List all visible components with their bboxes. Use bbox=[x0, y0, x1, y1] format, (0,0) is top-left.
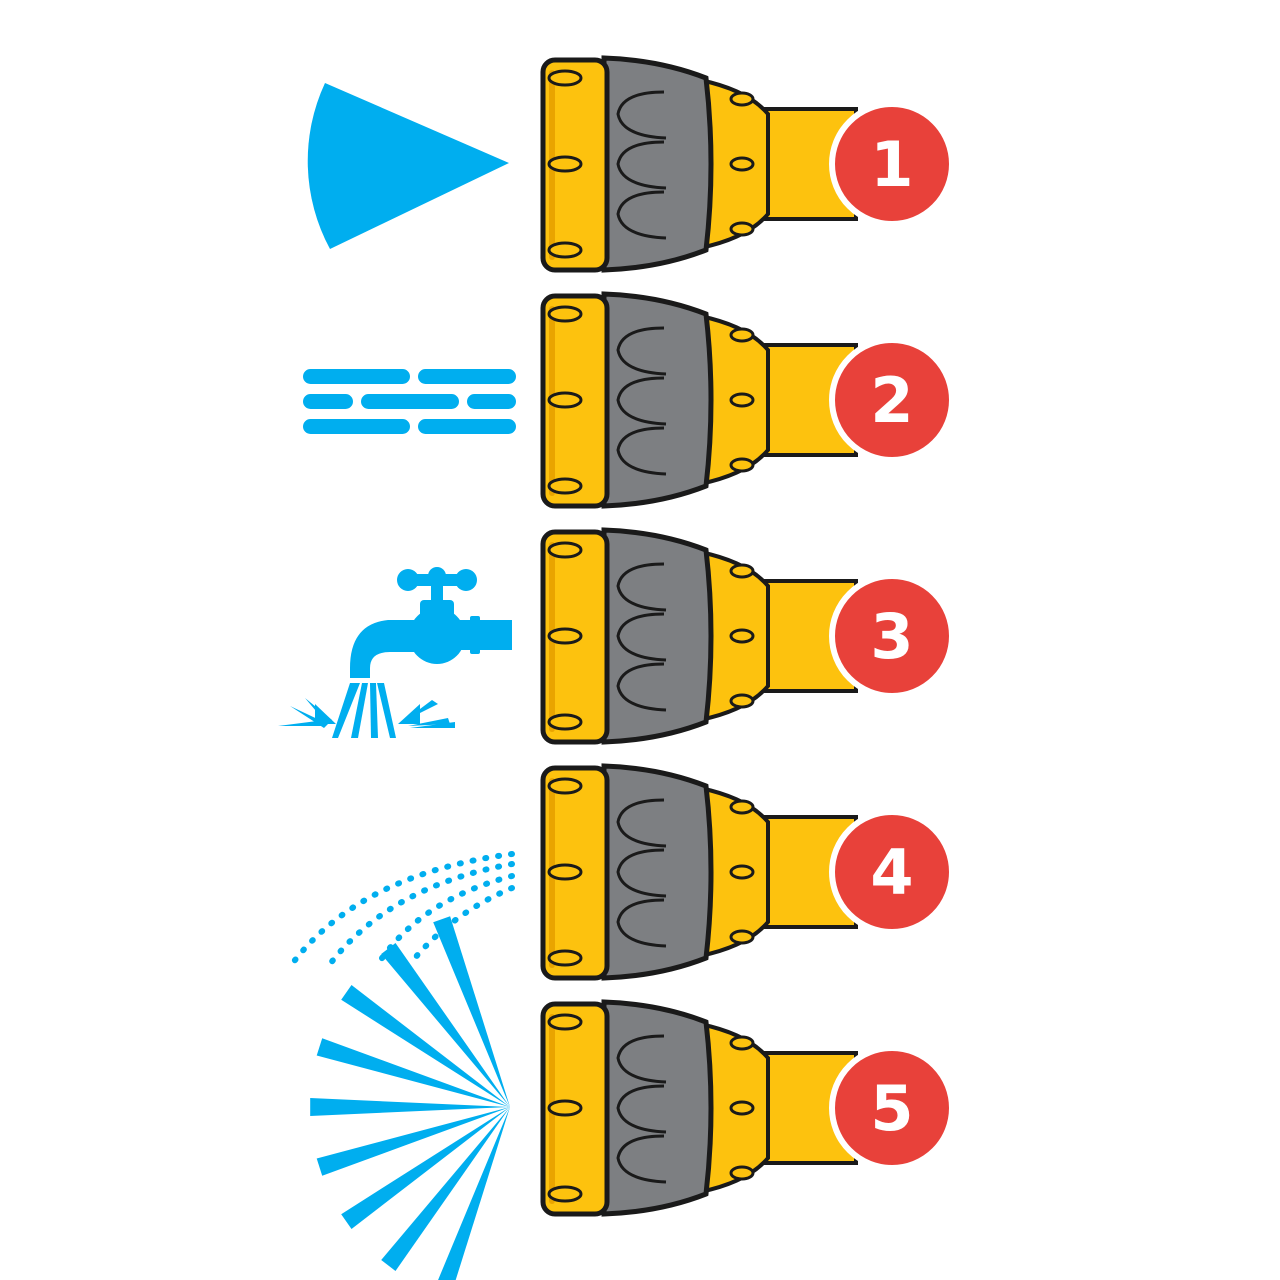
setting-number-badge: 4 bbox=[870, 836, 913, 909]
nozzle-setting-1: 1 bbox=[307, 58, 952, 270]
setting-number-badge: 3 bbox=[870, 600, 913, 673]
fan-spray-icon bbox=[310, 916, 510, 1280]
setting-number-badge: 2 bbox=[870, 364, 913, 437]
tap-shower-icon bbox=[278, 567, 512, 738]
flat-stream-icon bbox=[303, 369, 516, 434]
nozzle-setting-3: 3 bbox=[278, 530, 952, 742]
nozzle-setting-4: 4 bbox=[289, 766, 952, 978]
setting-number-badge: 5 bbox=[870, 1072, 913, 1145]
nozzle-setting-5: 5 bbox=[310, 916, 952, 1280]
fan-spray-ray bbox=[438, 1107, 510, 1280]
fan-spray-ray bbox=[381, 943, 510, 1107]
fan-spray-ray bbox=[381, 1107, 510, 1271]
fan-spray-ray bbox=[341, 1107, 510, 1229]
fan-spray-ray bbox=[341, 985, 510, 1107]
fan-spray-ray bbox=[316, 1107, 510, 1176]
fan-spray-ray bbox=[316, 1038, 510, 1107]
nozzle-setting-2: 2 bbox=[303, 294, 952, 506]
setting-number-badge: 1 bbox=[870, 128, 913, 201]
cone-jet-icon bbox=[307, 83, 509, 249]
fan-spray-ray bbox=[433, 916, 510, 1107]
mist-arc-icon bbox=[289, 851, 515, 967]
fan-spray-ray bbox=[310, 1098, 510, 1116]
